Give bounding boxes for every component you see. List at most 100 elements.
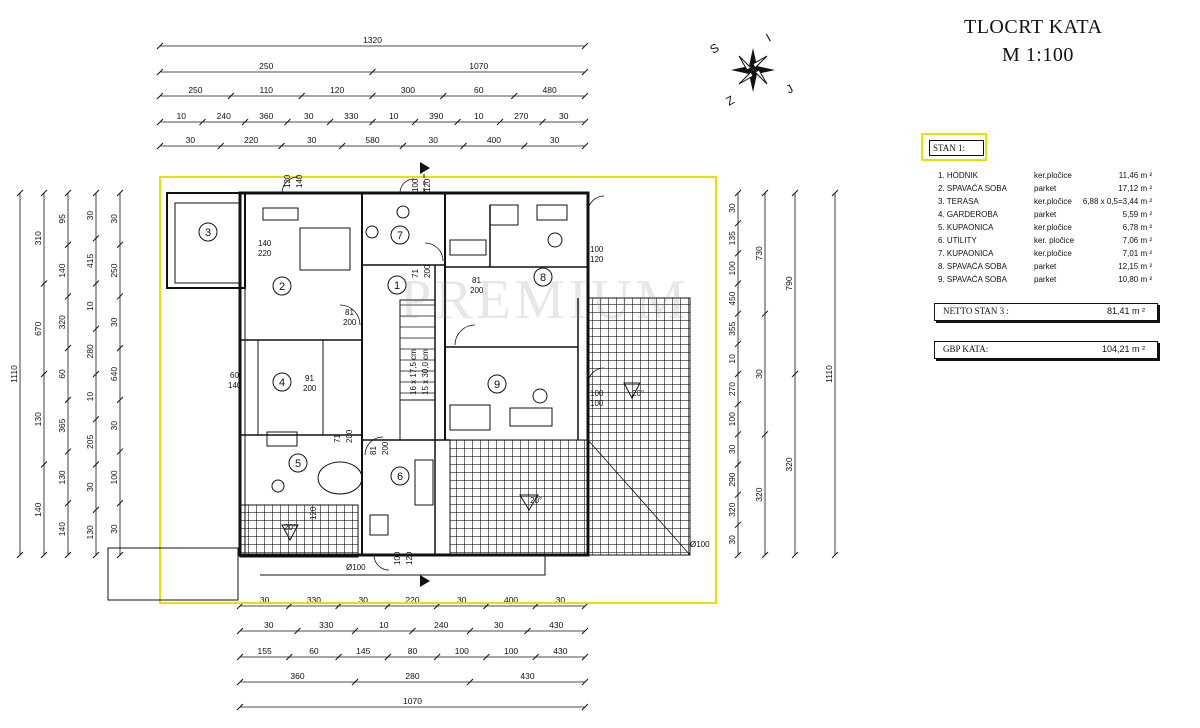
label-roof-slope-3: 20° [632, 389, 644, 398]
room-name: 2. SPAVAĆA SOBA [938, 184, 1007, 193]
label-d81a: 81 [345, 308, 354, 317]
dim-label: 355 [727, 321, 737, 335]
dim-label: 290 [727, 472, 737, 486]
stan-label-box: STAN 1: [921, 133, 987, 161]
dim-label: 60 [474, 85, 484, 95]
label-win3: 140 [258, 239, 272, 248]
room-circle [387, 275, 407, 295]
room-circle [390, 466, 410, 486]
dim-tick [581, 42, 589, 50]
dim-tick [532, 653, 540, 661]
room-number: 9 [494, 379, 500, 391]
dim-tick [40, 370, 48, 378]
dim-tick [581, 653, 589, 661]
dim-label: 360 [259, 111, 273, 121]
label-win5: 120 [309, 506, 318, 520]
dim-tick [466, 627, 474, 635]
dim-tick [539, 118, 546, 126]
dim-label: 330 [344, 111, 358, 121]
dim-tick [199, 118, 206, 126]
room-number: 2 [279, 281, 285, 293]
opening-labels: 120 140 100 120 140 220 81 200 71 200 60… [228, 174, 710, 572]
dim-label: 430 [549, 620, 563, 630]
dim-tick [734, 370, 742, 378]
dim-label: 205 [85, 435, 95, 449]
dim-tick [483, 653, 490, 661]
dim-label: 140 [33, 502, 43, 516]
dim-tick [791, 189, 799, 197]
dim-tick [92, 280, 100, 287]
dim-label: 10 [85, 301, 95, 311]
label-d91: 91 [305, 374, 314, 383]
label-win4: 60 [230, 371, 239, 380]
label-win3b: 220 [258, 249, 272, 258]
room-name: 4. GARDEROBA [938, 210, 999, 219]
dim-tick [116, 293, 124, 300]
label-d8b: 120 [590, 255, 604, 264]
dim-label: 140 [57, 522, 67, 536]
dim-label: 280 [85, 344, 95, 358]
gbp-label: GBP KATA: [943, 344, 989, 354]
dim-label: 670 [33, 321, 43, 335]
dim-tick [761, 551, 769, 559]
dim-tick [116, 344, 124, 352]
stan-label: STAN 1: [929, 140, 984, 156]
unit-boundary [159, 176, 717, 604]
dim-label: 30 [754, 369, 764, 379]
dim-label: 10 [727, 354, 737, 364]
dim-tick [734, 521, 742, 529]
dim-tick [64, 189, 72, 197]
dim-label: 310 [33, 231, 43, 245]
room-area: 17,12 m ² [1118, 184, 1152, 193]
dim-label: 30 [109, 421, 119, 431]
label-d6b: 200 [381, 441, 390, 455]
room-area: 11,46 m ² [1118, 171, 1152, 180]
dim-tick [16, 189, 24, 197]
dim-label: 140 [57, 263, 67, 277]
dim-tick [236, 703, 244, 711]
dim-tick [581, 68, 589, 76]
room-area: 6,88 x 0,5=3,44 m ² [1082, 197, 1152, 206]
dim-tick [217, 142, 225, 150]
room-name: 9. SPAVAĆA SOBA [938, 275, 1007, 284]
label-roof-slope-2: 20° [284, 523, 296, 532]
dim-tick [433, 653, 441, 661]
room-name: 3. TERASA [938, 197, 979, 206]
label-roof-slope-1: 20° [530, 496, 542, 505]
dim-label: 30 [727, 444, 737, 454]
dim-tick [92, 461, 100, 468]
dim-tick [524, 627, 531, 635]
room-floor: ker.pločice [1034, 223, 1072, 232]
gbp-area-box: GBP KATA: 104,21 m ² [934, 341, 1158, 359]
dim-tick [351, 678, 359, 686]
dim-tick [116, 499, 124, 507]
dim-label: 10 [474, 111, 484, 121]
dim-label: 60 [57, 369, 67, 379]
dim-tick [236, 678, 244, 686]
dim-label: 130 [57, 470, 67, 484]
dim-tick [116, 448, 124, 455]
dim-tick [227, 92, 235, 100]
dim-label: 415 [85, 254, 95, 268]
dim-tick [116, 189, 124, 197]
stairs [400, 304, 435, 394]
dim-label: 130 [85, 525, 95, 539]
label-d6: 81 [369, 446, 378, 455]
dim-label: 360 [290, 671, 304, 681]
dim-tick [734, 461, 742, 468]
dim-tick [284, 118, 291, 126]
dim-label: 640 [109, 367, 119, 381]
dim-label: 30 [307, 135, 317, 145]
dim-tick [236, 627, 244, 635]
dim-tick [384, 653, 392, 661]
label-d1: 120 [283, 174, 292, 188]
dim-tick [581, 678, 589, 686]
dim-tick [64, 241, 72, 249]
walls [107, 191, 690, 601]
dim-label: 270 [514, 111, 528, 121]
dim-tick [581, 627, 589, 635]
dim-tick [460, 142, 467, 150]
dim-tick [734, 280, 742, 287]
label-d2b: 120 [423, 178, 432, 192]
